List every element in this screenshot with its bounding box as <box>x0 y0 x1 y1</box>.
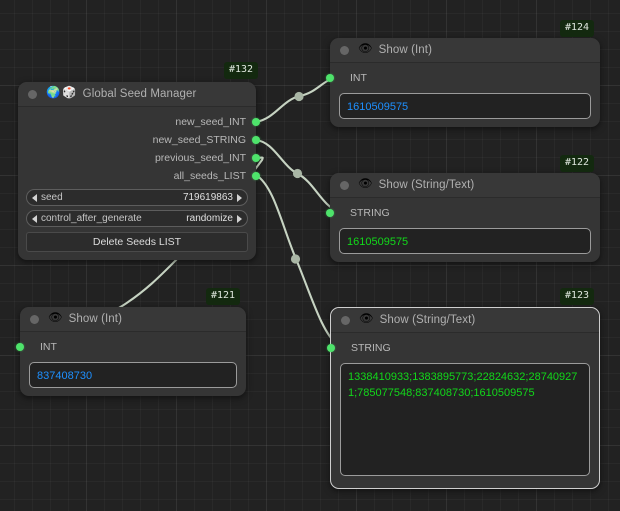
value-text: 1610509575 <box>347 101 409 113</box>
output-port-dot-icon[interactable] <box>252 172 260 180</box>
node-title-label: Show (Int) <box>378 44 433 56</box>
node-body: INT 837408730 <box>16 332 246 396</box>
node-title-label: Show (String/Text) <box>378 179 475 191</box>
input-port-dot-icon[interactable] <box>326 209 334 217</box>
input-port-string[interactable]: STRING <box>327 339 599 357</box>
output-port-label: all_seeds_LIST <box>173 170 246 182</box>
node-show-int-124[interactable]: 👁 Show (Int) INT 1610509575 <box>326 38 600 127</box>
node-body: INT 1610509575 <box>326 63 600 127</box>
value-display-box[interactable]: 1610509575 <box>339 228 591 254</box>
node-id-badge: #123 <box>560 288 595 305</box>
node-title-bar[interactable]: 👁 Show (String/Text) <box>330 173 600 198</box>
node-title-label: Show (Int) <box>68 313 123 325</box>
node-body: new_seed_INT new_seed_STRING previous_se… <box>18 107 260 260</box>
output-port-label: new_seed_STRING <box>152 134 246 146</box>
output-port-all-seeds-list[interactable]: all_seeds_LIST <box>18 167 260 185</box>
output-port-new-seed-string[interactable]: new_seed_STRING <box>18 131 260 149</box>
input-port-label: INT <box>350 72 367 84</box>
node-id-badge: #121 <box>206 288 241 305</box>
node-show-int-121[interactable]: 👁 Show (Int) INT 837408730 <box>16 307 246 396</box>
delete-seeds-list-button[interactable]: Delete Seeds LIST <box>26 232 248 252</box>
node-title-label: Show (String/Text) <box>379 314 476 326</box>
node-body: STRING 1610509575 <box>326 198 600 262</box>
collapse-dot-icon[interactable] <box>340 180 349 190</box>
value-text: 1338410933;1383895773;22824632;287409271… <box>348 371 578 399</box>
wire-midpoint-dot <box>294 91 304 102</box>
node-show-string-122[interactable]: 👁 Show (String/Text) STRING 1610509575 <box>326 173 600 262</box>
delete-seeds-list-label: Delete Seeds LIST <box>92 236 182 248</box>
output-port-dot-icon[interactable] <box>252 154 260 162</box>
node-show-string-123[interactable]: 👁 Show (String/Text) STRING 1338410933;1… <box>327 307 600 489</box>
eye-icon: 👁 <box>358 178 373 191</box>
increment-arrow-icon[interactable] <box>237 193 242 202</box>
value-text: 837408730 <box>37 370 93 382</box>
widget-name-label: control_after_generate <box>41 213 142 224</box>
node-id-badge: #132 <box>224 62 259 79</box>
node-title-bar[interactable]: 👁 Show (String/Text) <box>331 308 599 333</box>
output-port-dot-icon[interactable] <box>252 118 260 126</box>
input-port-dot-icon[interactable] <box>16 343 24 351</box>
node-body: STRING 1338410933;1383895773;22824632;28… <box>327 333 599 484</box>
increment-arrow-icon[interactable] <box>237 214 242 223</box>
input-port-dot-icon[interactable] <box>327 344 335 352</box>
eye-icon: 👁 <box>359 313 374 326</box>
collapse-dot-icon[interactable] <box>340 45 349 55</box>
dice-icon: 🎲 <box>62 87 77 100</box>
value-display-box[interactable]: 1338410933;1383895773;22824632;287409271… <box>340 363 590 476</box>
input-port-string[interactable]: STRING <box>326 204 600 222</box>
output-port-label: new_seed_INT <box>175 116 246 128</box>
eye-icon: 👁 <box>48 312 63 325</box>
node-id-badge: #122 <box>560 155 595 172</box>
decrement-arrow-icon[interactable] <box>32 214 37 223</box>
output-port-dot-icon[interactable] <box>252 136 260 144</box>
wire-midpoint-dot <box>292 168 303 179</box>
output-port-label: previous_seed_INT <box>154 152 246 164</box>
input-port-label: INT <box>40 341 57 353</box>
eye-icon: 👁 <box>358 43 373 56</box>
globe-icon: 🌍 <box>46 87 61 100</box>
wire-midpoint-dot <box>290 254 301 264</box>
input-port-label: STRING <box>351 342 391 354</box>
input-port-dot-icon[interactable] <box>326 74 334 82</box>
input-port-label: STRING <box>350 207 390 219</box>
wire-seed-int <box>255 75 339 124</box>
collapse-dot-icon[interactable] <box>30 314 39 324</box>
node-title-label: Global Seed Manager <box>82 88 197 100</box>
node-global-seed-manager[interactable]: 🌍 🎲 Global Seed Manager new_seed_INT new… <box>18 82 260 260</box>
node-title-bar[interactable]: 👁 Show (Int) <box>330 38 600 63</box>
output-port-previous-seed-int[interactable]: previous_seed_INT <box>18 149 260 167</box>
wire-all-seeds <box>255 174 339 346</box>
input-port-int[interactable]: INT <box>16 338 246 356</box>
value-text: 1610509575 <box>347 236 409 248</box>
widget-value[interactable]: randomize <box>186 213 233 224</box>
widget-seed[interactable]: seed 719619863 <box>26 189 248 206</box>
input-port-int[interactable]: INT <box>326 69 600 87</box>
collapse-dot-icon[interactable] <box>28 89 37 99</box>
widget-control-after-generate[interactable]: control_after_generate randomize <box>26 210 248 227</box>
node-title-bar[interactable]: 🌍 🎲 Global Seed Manager <box>18 82 256 107</box>
wire-seed-string <box>255 138 339 213</box>
widget-name-label: seed <box>41 192 63 203</box>
collapse-dot-icon[interactable] <box>341 315 350 325</box>
output-port-new-seed-int[interactable]: new_seed_INT <box>18 113 260 131</box>
decrement-arrow-icon[interactable] <box>32 193 37 202</box>
node-id-badge: #124 <box>560 20 595 37</box>
value-display-box[interactable]: 1610509575 <box>339 93 591 119</box>
node-title-bar[interactable]: 👁 Show (Int) <box>20 307 246 332</box>
widget-value[interactable]: 719619863 <box>182 192 233 203</box>
value-display-box[interactable]: 837408730 <box>29 362 237 388</box>
